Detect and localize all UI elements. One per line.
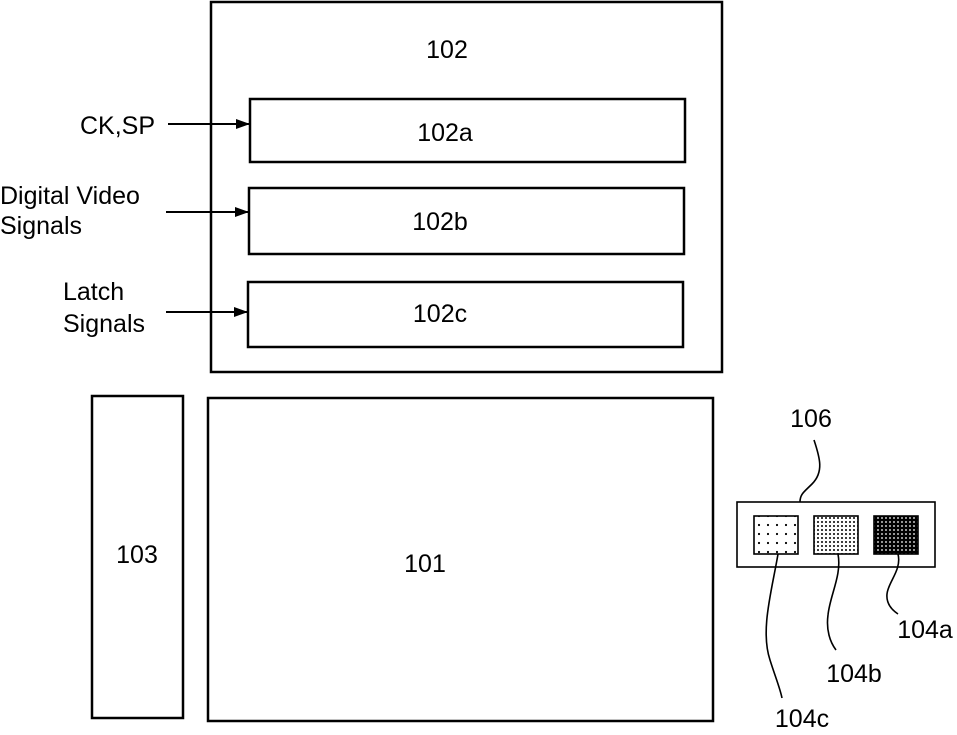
subpixel-104a-leader xyxy=(887,554,899,614)
subpixel-104b: 104b xyxy=(814,516,882,688)
block-101: 101 xyxy=(208,398,713,721)
digital-video-label-line1: Digital Video xyxy=(0,182,140,210)
block-102b: 102b xyxy=(249,188,684,254)
block-101-label: 101 xyxy=(404,550,446,578)
block-102a-label: 102a xyxy=(417,119,473,147)
subpixel-104a: 104a xyxy=(874,516,953,644)
subpixel-104a-label: 104a xyxy=(897,616,953,644)
block-101-frame xyxy=(208,398,713,721)
block-102-label: 102 xyxy=(426,36,468,64)
input-latch: Latch Signals xyxy=(63,278,247,338)
block-106-label: 106 xyxy=(790,405,832,433)
subpixel-104c-label: 104c xyxy=(775,705,829,730)
latch-label-line2: Signals xyxy=(63,310,145,338)
block-103-label: 103 xyxy=(116,541,158,569)
subpixel-104a-swatch xyxy=(874,516,918,554)
block-103: 103 xyxy=(92,396,183,718)
subpixel-104c-swatch xyxy=(754,516,798,554)
block-106-leader xyxy=(800,440,820,502)
subpixel-104c-leader xyxy=(766,554,782,698)
subpixel-104b-swatch xyxy=(814,516,858,554)
digital-video-label-line2: Signals xyxy=(0,212,82,240)
subpixel-104b-leader xyxy=(827,554,838,650)
subpixel-104b-label: 104b xyxy=(826,660,882,688)
ck-sp-label: CK,SP xyxy=(80,112,155,140)
block-102c-label: 102c xyxy=(413,300,467,328)
latch-label-line1: Latch xyxy=(63,278,124,306)
block-102b-label: 102b xyxy=(412,208,468,236)
block-102a: 102a xyxy=(250,99,685,162)
block-102c: 102c xyxy=(248,282,683,347)
input-ck-sp: CK,SP xyxy=(80,112,249,140)
